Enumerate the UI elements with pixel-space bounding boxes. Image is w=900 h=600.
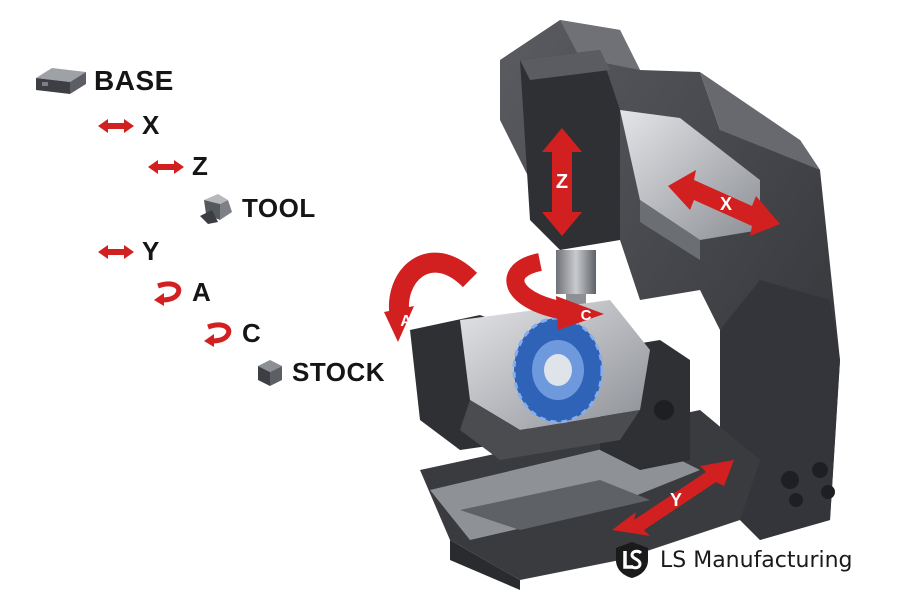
rotary-axis-arrow-icon bbox=[204, 321, 232, 347]
x-axis-arrow: X bbox=[668, 170, 780, 236]
brand-name: LS Manufacturing bbox=[660, 547, 853, 573]
chain-label-a: A bbox=[192, 277, 212, 307]
ls-shield-logo-icon bbox=[616, 542, 648, 578]
svg-text:Z: Z bbox=[556, 171, 568, 193]
z-axis-arrow: Z bbox=[542, 128, 582, 236]
linear-axis-arrow-icon bbox=[148, 159, 184, 174]
chain-label-tool: TOOL bbox=[242, 192, 316, 223]
rotary-axis-arrow-icon bbox=[154, 280, 182, 306]
base-block-icon bbox=[36, 68, 86, 94]
svg-text:X: X bbox=[720, 194, 732, 214]
chain-label-y: Y bbox=[142, 236, 160, 266]
svg-text:C: C bbox=[581, 307, 592, 324]
chain-label-x: X bbox=[142, 110, 160, 140]
a-axis-arrow: A bbox=[384, 252, 478, 342]
svg-text:Y: Y bbox=[670, 490, 682, 510]
chain-label-stock: STOCK bbox=[292, 356, 386, 387]
stock-cube-icon bbox=[258, 360, 282, 386]
chain-item-base: BASE bbox=[32, 64, 174, 98]
chain-item-a: A bbox=[152, 277, 211, 308]
chain-item-tool: TOOL bbox=[198, 190, 316, 226]
linear-axis-arrow-icon bbox=[98, 244, 134, 259]
chain-label-base: BASE bbox=[94, 65, 174, 96]
rotary-c-table bbox=[512, 316, 604, 424]
chain-label-z: Z bbox=[192, 151, 209, 181]
brand-watermark: LS Manufacturing bbox=[612, 540, 853, 580]
chain-label-c: C bbox=[242, 318, 262, 348]
cutting-tool-icon bbox=[200, 194, 232, 224]
chain-item-y: Y bbox=[96, 236, 160, 267]
chain-item-z: Z bbox=[146, 151, 208, 182]
chain-item-c: C bbox=[202, 318, 261, 349]
svg-text:A: A bbox=[400, 313, 412, 330]
y-axis-arrow: Y bbox=[612, 460, 734, 536]
linear-axis-arrow-icon bbox=[98, 118, 134, 133]
c-axis-arrow: C bbox=[506, 253, 604, 330]
chain-item-x: X bbox=[96, 110, 160, 141]
chain-item-stock: STOCK bbox=[254, 356, 385, 388]
